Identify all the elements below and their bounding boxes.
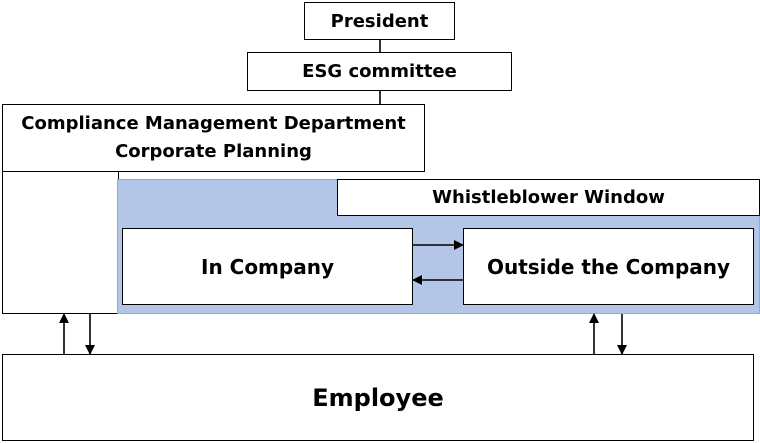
in-company-label: In Company (201, 254, 334, 279)
president-label: President (330, 10, 429, 32)
employee-label: Employee (312, 383, 444, 412)
esg-committee-label: ESG committee (302, 61, 457, 82)
president-box: President (304, 2, 455, 40)
compliance-department-box: Compliance Management Department Corpora… (2, 104, 425, 172)
in-company-box: In Company (122, 228, 413, 305)
esg-committee-box: ESG committee (247, 52, 512, 91)
outside-company-label: Outside the Company (486, 254, 731, 279)
compliance-line1-label: Compliance Management Department (21, 113, 406, 134)
compliance-department-column (2, 171, 119, 314)
whistleblower-window-label: Whistleblower Window (432, 187, 665, 208)
outside-company-box: Outside the Company (463, 228, 754, 305)
employee-box: Employee (2, 354, 754, 441)
whistleblower-window-box: Whistleblower Window (337, 179, 760, 216)
compliance-line2-label: Corporate Planning (115, 141, 312, 162)
